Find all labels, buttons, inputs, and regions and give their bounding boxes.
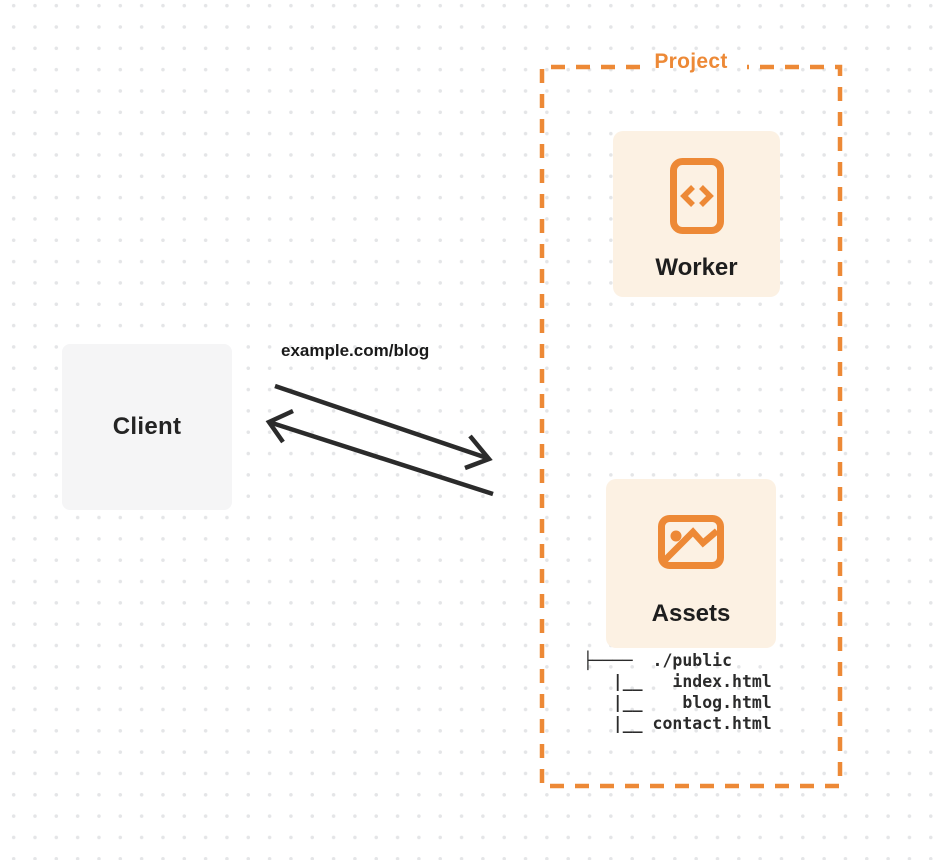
assets-file-tree: ├──── ./public |__ index.html |__ blog.h… — [583, 650, 772, 734]
project-title: Project — [654, 50, 728, 73]
client-box: Client — [62, 344, 232, 510]
file-tree-item: |__ index.html — [583, 672, 772, 691]
assets-label: Assets — [651, 600, 731, 627]
request-arrow — [274, 383, 493, 471]
code-file-icon — [669, 158, 724, 234]
worker-label: Worker — [655, 254, 738, 281]
response-arrow — [265, 408, 494, 497]
file-tree-item: |__ blog.html — [583, 693, 772, 712]
request-url-label: example.com/blog — [281, 341, 430, 360]
image-icon — [658, 515, 724, 569]
client-label: Client — [112, 413, 182, 440]
file-tree-root: ├──── ./public — [583, 651, 733, 670]
worker-card: Worker — [613, 131, 780, 297]
file-tree-item: |__ contact.html — [583, 714, 772, 733]
assets-card: Assets — [606, 479, 776, 648]
